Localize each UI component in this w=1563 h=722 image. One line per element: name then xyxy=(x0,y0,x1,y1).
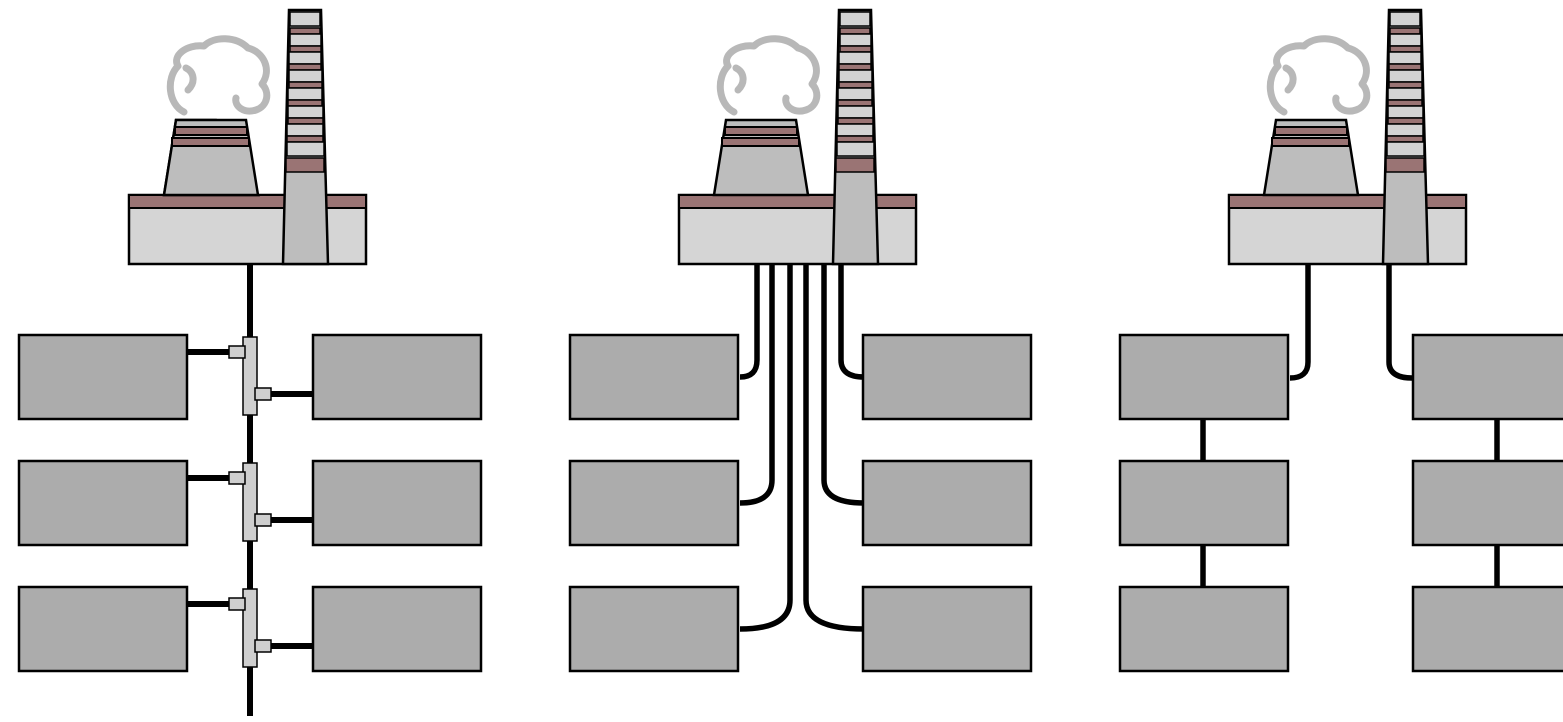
consumer-box xyxy=(311,585,483,673)
chimney-stripes xyxy=(1385,11,1425,173)
smoke-plume xyxy=(1266,35,1371,116)
consumer-box xyxy=(861,333,1033,421)
consumer-box xyxy=(568,459,740,547)
consumer-box xyxy=(17,333,189,421)
power-plant xyxy=(127,8,368,266)
bus-branch-cables xyxy=(186,349,314,649)
star-cables xyxy=(739,262,865,632)
consumer-box xyxy=(568,585,740,673)
consumer-box xyxy=(17,459,189,547)
power-plant xyxy=(1227,8,1468,266)
consumer-box xyxy=(568,333,740,421)
consumer-box xyxy=(1411,459,1563,547)
chimney-stripes xyxy=(835,11,875,173)
consumer-box xyxy=(17,585,189,673)
consumer-box xyxy=(311,333,483,421)
smoke-plume xyxy=(716,35,821,116)
consumer-box xyxy=(311,459,483,547)
consumer-box xyxy=(1118,333,1290,421)
panel-star-topology xyxy=(568,8,1033,673)
panel-daisy-chain-topology xyxy=(1118,8,1563,673)
consumer-box xyxy=(861,459,1033,547)
consumer-box xyxy=(1118,459,1290,547)
tee-connector xyxy=(228,462,272,542)
panel-bus-topology xyxy=(17,8,483,716)
smoke-plume xyxy=(166,35,271,116)
chimney-stripes xyxy=(285,11,325,173)
tee-connector xyxy=(228,336,272,416)
consumer-box xyxy=(1411,333,1563,421)
daisy-cables xyxy=(1200,262,1500,587)
consumer-box xyxy=(861,585,1033,673)
tee-connector xyxy=(228,588,272,668)
consumer-box xyxy=(1411,585,1563,673)
consumer-box xyxy=(1118,585,1290,673)
power-plant xyxy=(677,8,918,266)
